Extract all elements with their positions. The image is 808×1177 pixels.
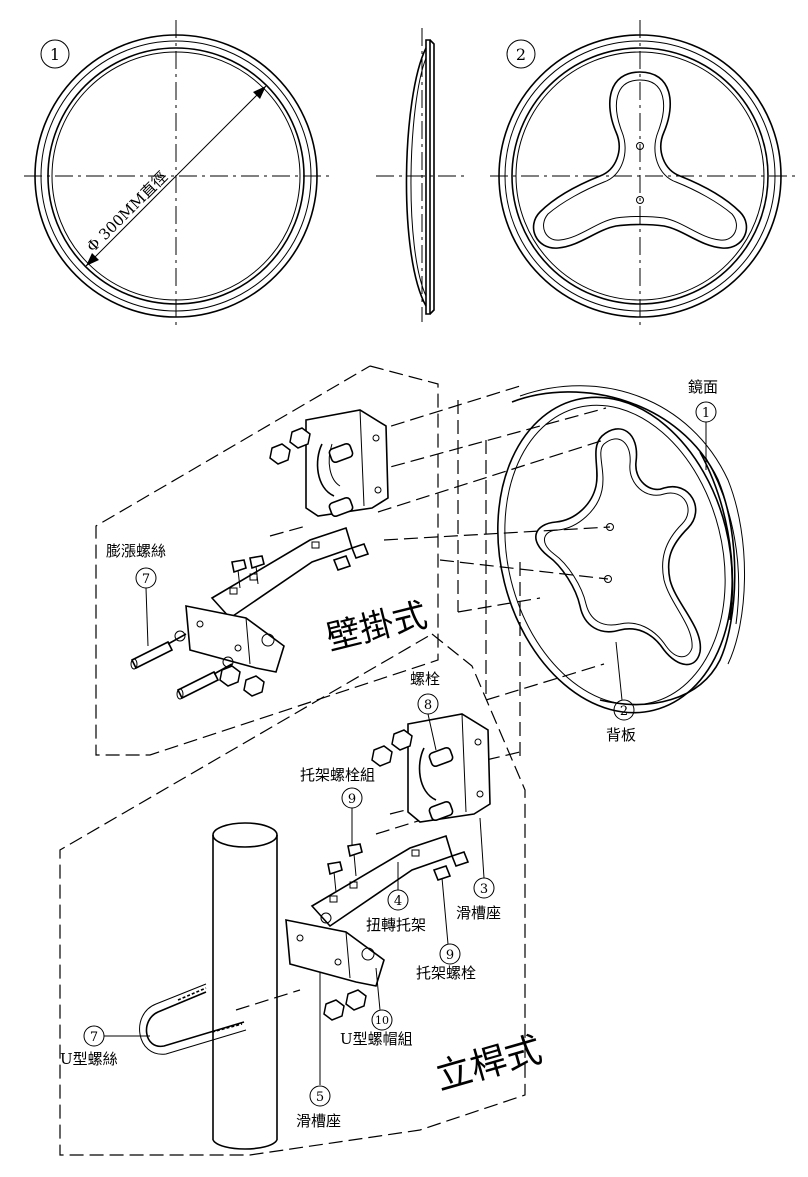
callout-bracket-bolt: 9 托架螺栓 [416,877,476,982]
callout-slide-seat-top: 3 滑槽座 [456,817,501,922]
callout-slide-seat-bottom-label: 滑槽座 [296,1112,341,1130]
callout-u-nut-set: 10 U型螺帽組 [340,967,413,1048]
callout-bolt: 螺栓 8 [410,670,440,751]
front-view: Φ 300MM直徑 1 [24,20,330,330]
callout-bolt-label: 螺栓 [410,670,440,688]
callout-mirror-number: 1 [702,406,710,421]
callout-bolt-number: 8 [424,698,432,713]
callout-bracket-bolt-label: 托架螺栓 [416,964,476,982]
callout-expansion-screw: 膨漲螺絲 7 [106,542,166,647]
wall-mount-panel: 壁掛式 [95,365,439,756]
pole-parts [139,713,491,1150]
callout-bracket-bolt-set-label: 托架螺栓組 [300,766,375,784]
front-view-number: 1 [50,45,60,64]
pole-mount-label: 立桿式 [431,1029,546,1098]
callout-slide-seat-bottom-number: 5 [316,1090,324,1105]
callout-u-nut-set-label: U型螺帽組 [340,1030,413,1048]
callout-bracket-bolt-set-number: 9 [348,792,356,807]
front-view-number-circle [40,39,70,69]
diameter-label: Φ 300MM直徑 [83,168,171,256]
pole-mount-panel: 立桿式 [59,633,546,1156]
callout-slide-seat-top-number: 3 [480,882,488,897]
callout-expansion-screw-label: 膨漲螺絲 [106,542,166,560]
callout-u-nut-set-number: 10 [375,1014,389,1027]
callout-bracket-bolt-set: 托架螺栓組 9 [300,766,375,846]
callout-slide-seat-top-label: 滑槽座 [456,904,501,922]
wall-mount-label: 壁掛式 [323,595,432,658]
callout-back-plate: 2 背板 [606,641,636,744]
exploded-mirror [497,385,745,714]
callout-slide-seat-bottom: 5 滑槽座 [296,972,341,1130]
back-view: 2 [490,20,795,330]
wall-bracket-parts [130,409,389,700]
callout-u-bolt-label: U型螺絲 [60,1050,118,1068]
back-view-number: 2 [516,45,526,64]
callout-u-bolt: 7 U型螺絲 [60,1025,150,1068]
callout-twist-bracket-label: 扭轉托架 [366,916,426,934]
callout-bracket-bolt-number: 9 [446,948,454,963]
callout-twist-bracket: 4 扭轉托架 [366,862,426,934]
callout-mirror-label: 鏡面 [688,378,718,396]
callout-back-plate-number: 2 [620,704,628,719]
callout-back-plate-label: 背板 [606,726,636,744]
side-view [376,28,468,322]
callout-u-bolt-number: 7 [90,1030,98,1045]
callout-mirror: 鏡面 1 [688,378,718,470]
callout-twist-bracket-number: 4 [394,894,402,909]
back-view-number-circle [506,39,536,69]
callout-expansion-screw-number: 7 [142,572,150,587]
